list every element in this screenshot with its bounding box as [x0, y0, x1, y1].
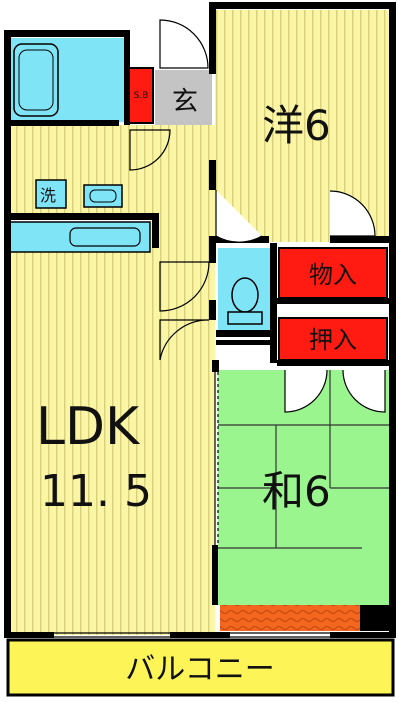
wash-basin-bowl	[89, 189, 117, 203]
bathtub	[13, 43, 59, 117]
closet-label: 押入	[309, 326, 357, 354]
western-door-swing-2	[329, 190, 376, 237]
balcony-label: バルコニー	[125, 652, 274, 687]
ldk-size-label: 11. 5	[40, 466, 152, 517]
kitchen-counter	[9, 221, 151, 253]
door-swings	[129, 19, 386, 413]
front-door-swing	[159, 19, 209, 69]
closet-door-swing-left	[284, 369, 328, 413]
shoe-box	[127, 67, 154, 124]
japanese-room-label: 和6	[262, 467, 331, 516]
ldk-floor	[10, 250, 215, 635]
corridor-door-swing	[159, 261, 210, 312]
closet-door-swing-right	[342, 369, 386, 413]
western-room-label: 洋6	[262, 101, 331, 150]
entrance-label: 玄	[172, 87, 198, 117]
partitions	[54, 372, 330, 638]
western-door-swing	[215, 190, 263, 243]
bath-door-swing	[129, 129, 171, 171]
washer-area	[35, 179, 67, 209]
ldk-label: LDK	[36, 397, 141, 457]
tokonoma-post	[360, 605, 390, 631]
tatami-lines	[218, 370, 390, 549]
bathtub-inner	[18, 49, 54, 111]
ldk-door-swing	[159, 319, 210, 361]
kitchen-sink	[69, 227, 141, 247]
washer-label: 洗	[40, 186, 56, 205]
walls	[4, 2, 396, 638]
entrance-area	[155, 70, 212, 125]
shoe-box-label: S.B	[134, 91, 149, 101]
balcony-area	[6, 638, 395, 697]
toilet-bowl	[231, 277, 259, 313]
toilet-tank	[227, 311, 263, 325]
tokonoma-wood	[220, 605, 360, 631]
storage-label: 物入	[309, 261, 357, 289]
